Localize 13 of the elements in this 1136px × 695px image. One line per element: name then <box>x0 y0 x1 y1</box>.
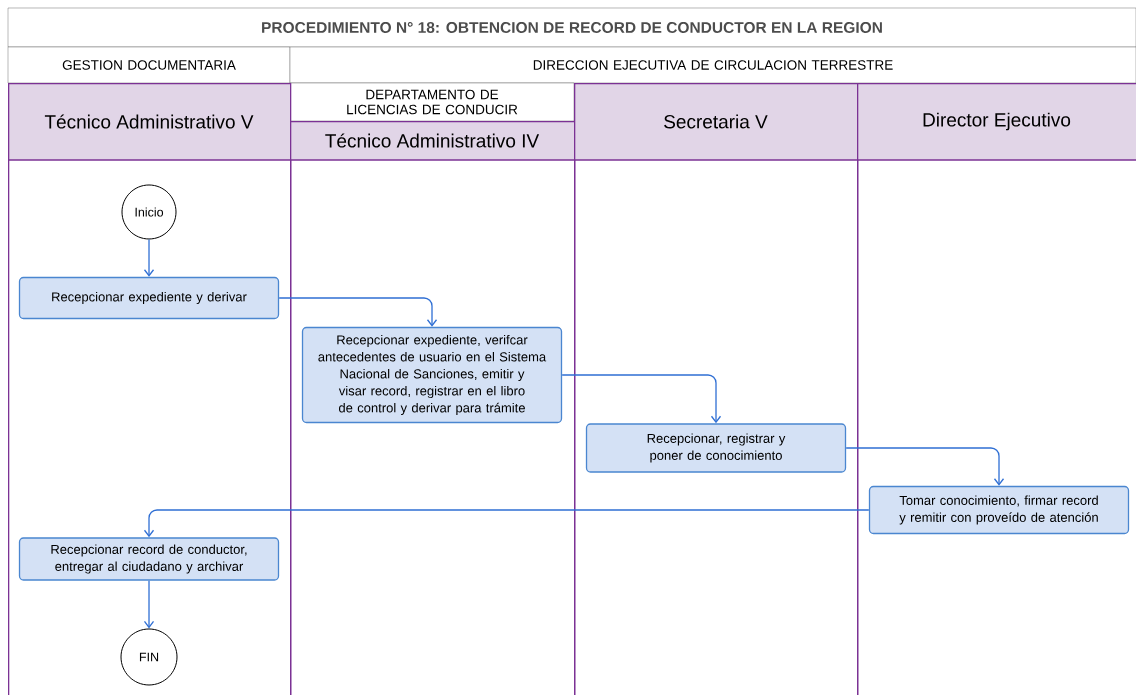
process-box: Recepcionar expediente y derivar <box>18 276 280 320</box>
arrow <box>143 580 155 629</box>
process-box: Recepcionar, registrar y poner de conocimiento <box>585 423 847 473</box>
process-box: Recepcionar record de conductor, entregar al ciudadano y archivar <box>18 537 280 581</box>
header-cell: DEPARTAMENTO DE LICENCIAS DE CONDUCIR <box>289 82 575 122</box>
arrow <box>845 447 1005 486</box>
process-box: Recepcionar expediente, verifcar antecedentes de usuario en el Sistema Nacional de Sanciones, emitir y visar record, registrar en el libro de control y derivar para trámite <box>301 326 563 424</box>
process-box: Tomar conocimiento, firmar record y remitir con proveído de atención <box>868 485 1130 535</box>
arrow <box>143 238 155 277</box>
arrow <box>561 374 722 424</box>
arrow <box>143 509 870 538</box>
header-cell: GESTION DOCUMENTARIA <box>7 46 291 84</box>
arrow <box>278 297 438 327</box>
